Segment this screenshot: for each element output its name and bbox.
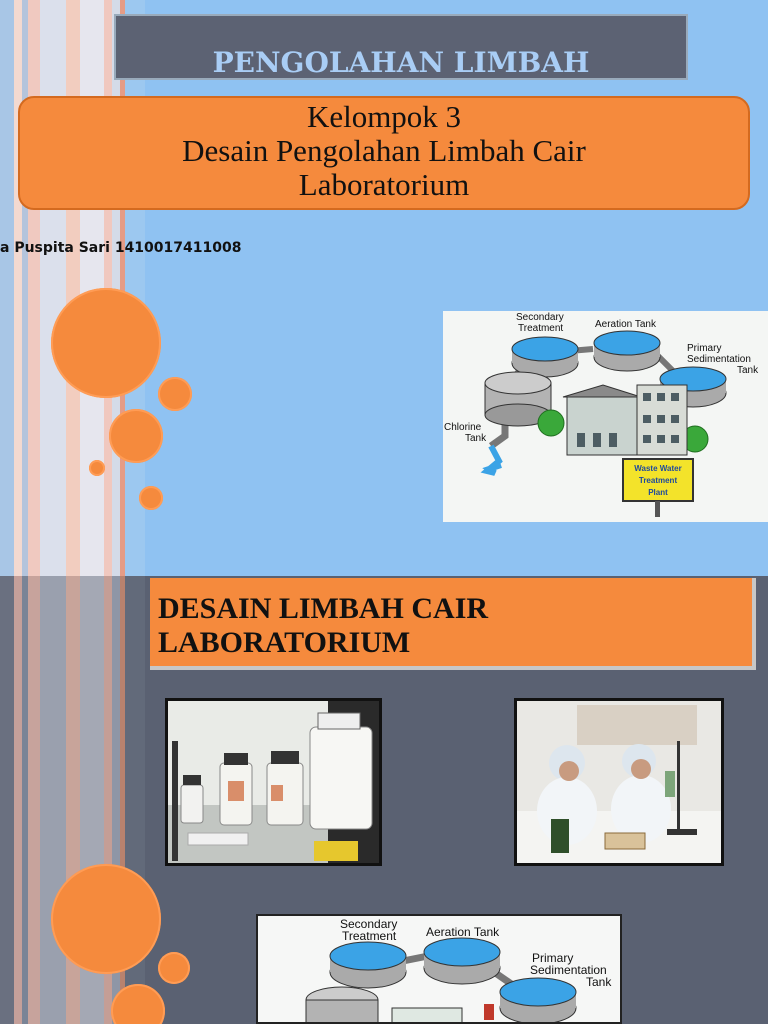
slide-2-title-line: DESAIN LIMBAH CAIR — [158, 592, 489, 625]
stripe — [112, 576, 120, 1024]
label-primary: Sedimentation — [687, 354, 751, 365]
stripe — [0, 0, 14, 576]
sign-text: Treatment — [639, 476, 678, 485]
decorative-circle — [158, 377, 192, 411]
slide-2-title-line: LABORATORIUM — [158, 626, 411, 659]
stripe — [28, 576, 40, 1024]
label-secondary: Treatment — [518, 323, 563, 334]
decorative-circle — [51, 288, 161, 398]
decorative-circle — [51, 864, 161, 974]
label-secondary: Secondary — [516, 312, 564, 323]
label-primary: Sedimentation — [530, 963, 607, 977]
slide-1-title-bar: PENGOLAHAN LIMBAH — [114, 14, 688, 80]
stripe — [28, 0, 40, 576]
decorative-circle — [111, 984, 165, 1024]
label-chlorine: Tank — [465, 433, 487, 444]
label-primary: Tank — [586, 975, 612, 989]
decorative-circle — [89, 460, 105, 476]
stripe — [120, 576, 125, 1024]
stripe — [0, 576, 14, 1024]
decorative-circle — [109, 409, 163, 463]
treatment-plant-diagram: Secondary Treatment Aeration Tank Primar… — [443, 311, 768, 522]
stripe — [120, 0, 125, 576]
decorative-circle — [139, 486, 163, 510]
slide-2-title: DESAIN LIMBAH CAIR LABORATORIUM — [158, 592, 718, 660]
label-secondary: Secondary — [340, 917, 397, 931]
subtitle-line: Laboratorium — [298, 167, 470, 202]
stripe — [104, 576, 112, 1024]
label-aeration: Aeration Tank — [595, 319, 657, 330]
sign-text: Plant — [648, 488, 668, 497]
stripe — [66, 0, 80, 576]
stripe — [22, 0, 28, 576]
label-aeration: Aeration Tank — [426, 925, 500, 939]
stripe — [40, 0, 66, 576]
subtitle-line: Kelompok 3 — [306, 99, 462, 134]
subtitle-line: Desain Pengolahan Limbah Cair — [182, 133, 586, 168]
treatment-plant-illustration: Secondary Treatment Aeration Tank Primar… — [444, 312, 759, 517]
label-primary: Tank — [737, 365, 759, 376]
decorative-circle — [158, 952, 190, 984]
stripe — [40, 576, 66, 1024]
author-line: a Puspita Sari 1410017411008 — [0, 240, 242, 256]
label-secondary: Treatment — [342, 929, 397, 943]
lower-treatment-illustration: Secondary Treatment Aeration Tank Primar… — [305, 917, 612, 1022]
subtitle-box: Kelompok 3 Desain Pengolahan Limbah Cair… — [18, 96, 750, 210]
label-primary: Primary — [532, 951, 573, 965]
stripe — [22, 576, 28, 1024]
sign-text: Waste Water — [634, 464, 681, 473]
stripe — [14, 576, 22, 1024]
slide-2-title-box: DESAIN LIMBAH CAIR LABORATORIUM — [150, 578, 756, 670]
students-lab-image — [517, 701, 721, 863]
slide-1: PENGOLAHAN LIMBAH Kelompok 3 Desain Peng… — [0, 0, 768, 576]
lower-treatment-diagram: Secondary Treatment Aeration Tank Primar… — [256, 914, 622, 1024]
slide-1-title: PENGOLAHAN LIMBAH — [212, 46, 590, 79]
students-lab-photo — [514, 698, 724, 866]
label-chlorine: Chlorine — [444, 422, 482, 433]
chemical-bottles-image — [168, 701, 379, 863]
label-primary: Primary — [687, 343, 721, 354]
stripe — [14, 0, 22, 576]
chemical-bottles-photo — [165, 698, 382, 866]
